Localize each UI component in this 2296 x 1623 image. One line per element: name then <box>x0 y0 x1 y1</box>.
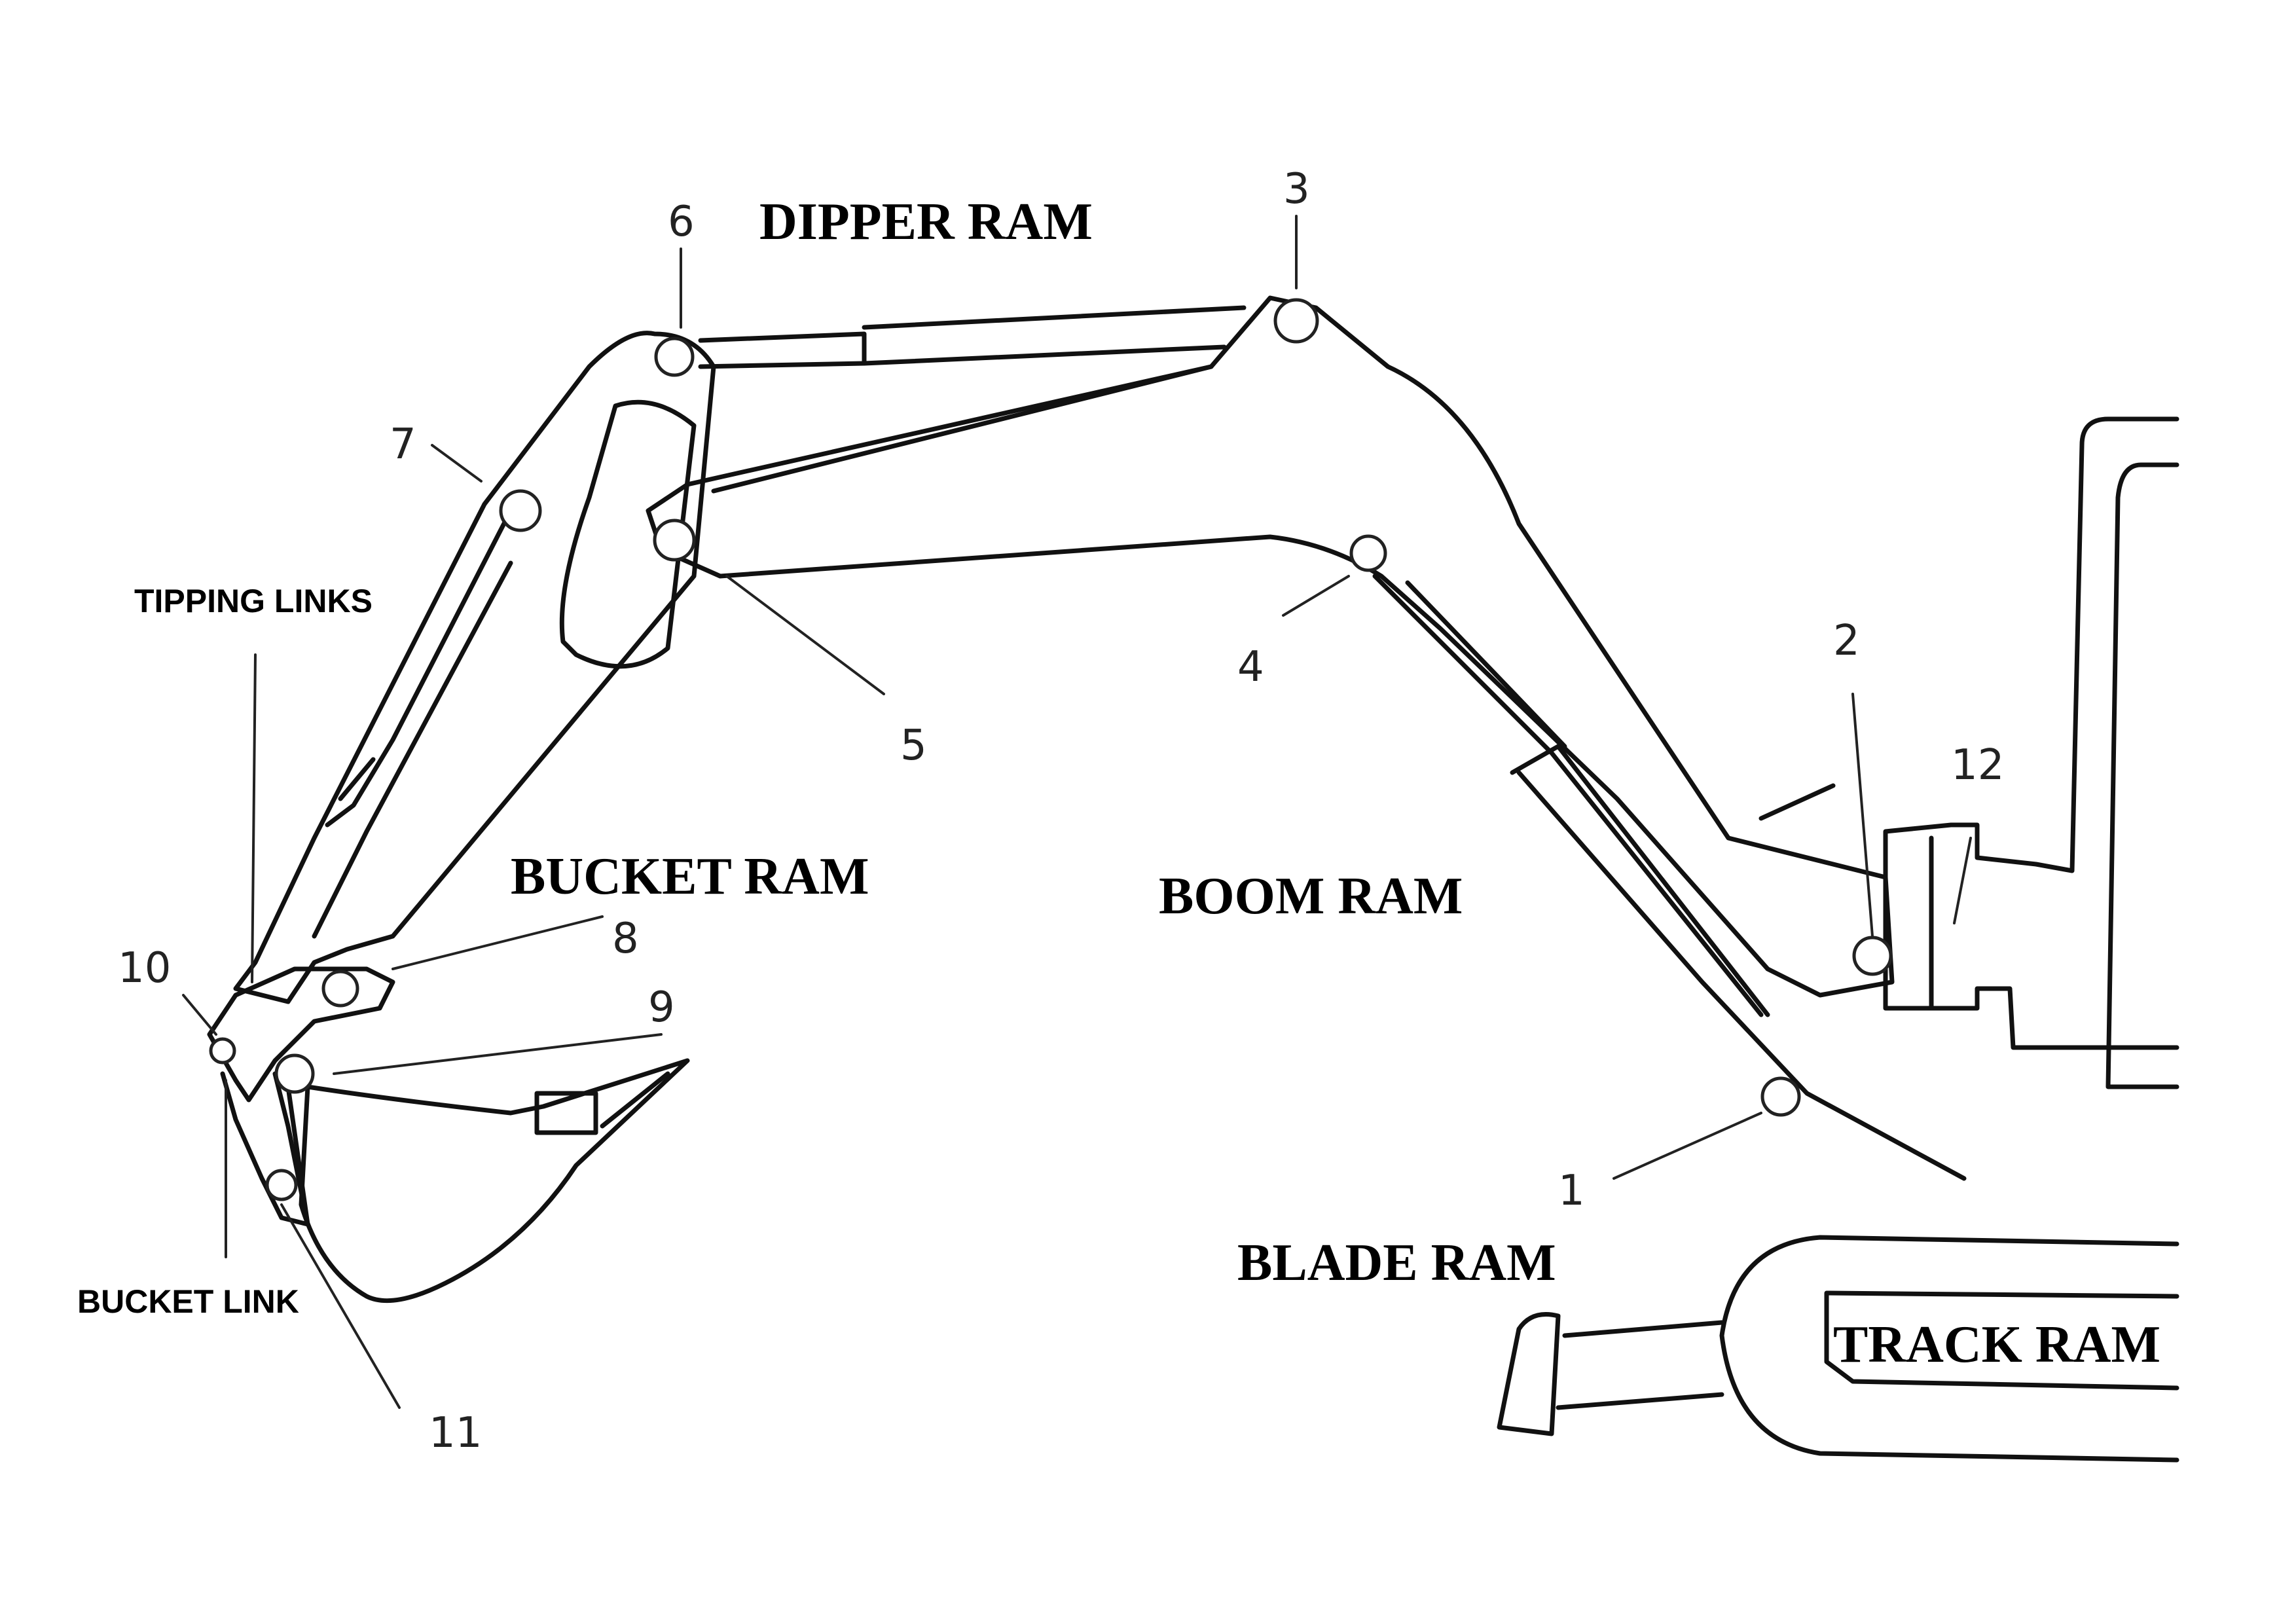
bucket-ram-label: BUCKET RAM <box>511 848 869 905</box>
pivot-number-5: 5 <box>900 721 927 770</box>
pivot-1 <box>1760 1076 1801 1117</box>
pivot-number-6: 6 <box>668 198 695 246</box>
pivot-6 <box>654 337 695 377</box>
pivot-3 <box>1273 298 1319 344</box>
pivot-5 <box>653 519 696 562</box>
pivot-11 <box>265 1169 298 1201</box>
pivot-number-3: 3 <box>1283 165 1310 213</box>
pivot-number-1: 1 <box>1558 1167 1585 1215</box>
boom <box>646 295 1895 998</box>
pivot-number-10: 10 <box>118 944 171 993</box>
track <box>1497 1235 2179 1463</box>
pivot-number-4: 4 <box>1237 643 1264 691</box>
dipper-ram <box>698 305 1247 369</box>
pivot-number-8: 8 <box>612 915 639 963</box>
pivot-10 <box>209 1037 236 1065</box>
bucket <box>299 1058 690 1304</box>
cab <box>1883 416 2179 1089</box>
linkage <box>207 966 395 1227</box>
pivot-8 <box>321 970 359 1008</box>
leader-lines <box>182 215 1972 1409</box>
pivot-9 <box>274 1053 315 1094</box>
pivot-4 <box>1349 534 1387 572</box>
bucket-link-label: BUCKET LINK <box>77 1283 299 1320</box>
pivot-7 <box>499 489 542 532</box>
pivot-number-7: 7 <box>390 420 416 469</box>
pivot-number-12: 12 <box>1951 741 2004 790</box>
dipper-ram-label: DIPPER RAM <box>759 193 1093 251</box>
pivot-number-9: 9 <box>648 983 675 1032</box>
tipping-links-label: TIPPING LINKS <box>134 583 373 619</box>
pivot-number-2: 2 <box>1833 617 1860 665</box>
blade-ram-label: BLADE RAM <box>1237 1234 1556 1292</box>
dipper-arm <box>233 331 716 1004</box>
boom-ram <box>1372 574 1967 1181</box>
track-ram-label: TRACK RAM <box>1833 1316 2160 1374</box>
boom-ram-label: BOOM RAM <box>1159 867 1463 925</box>
pivot-number-11: 11 <box>429 1409 482 1457</box>
pivot-2 <box>1852 936 1893 976</box>
bucket-ram <box>312 508 513 939</box>
